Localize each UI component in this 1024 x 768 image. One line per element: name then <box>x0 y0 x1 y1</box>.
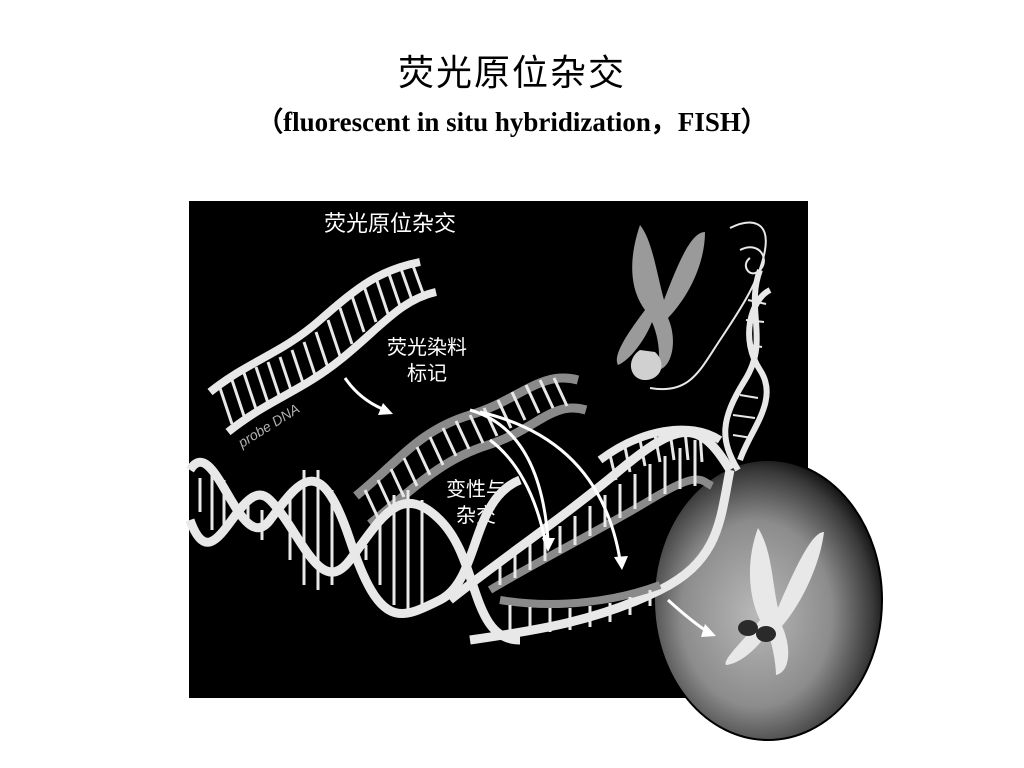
nucleus-arrow <box>666 598 716 637</box>
nucleus-chromosome <box>725 528 824 675</box>
hybridized-region <box>447 425 735 645</box>
target-dna-helix <box>185 457 522 645</box>
upper-helix <box>722 268 772 472</box>
labeling-arrow <box>343 377 393 415</box>
arrow-head-2 <box>614 556 628 570</box>
page-title: 荧光原位杂交 <box>397 53 626 94</box>
labeled-probe <box>353 373 588 528</box>
step-labeling-line2: 标记 <box>407 361 447 385</box>
chromosome-top <box>616 221 767 391</box>
page-subtitle: （fluorescent in situ hybridization，FISH） <box>256 107 768 137</box>
hybridization-arrows <box>469 408 622 561</box>
fish-signal-left <box>738 620 758 636</box>
panel-title: 荧光原位杂交 <box>324 212 456 237</box>
fish-signal-right <box>756 626 776 642</box>
arrow-head-1 <box>542 538 555 552</box>
step-labeling-line1: 荧光染料 <box>387 335 467 359</box>
